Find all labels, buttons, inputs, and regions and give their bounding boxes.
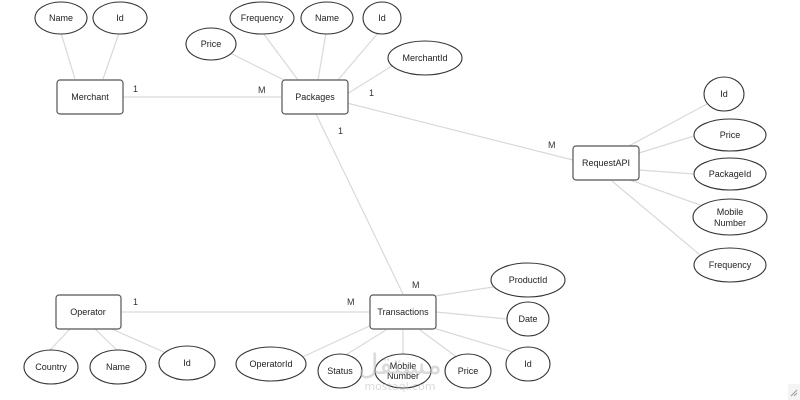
attribute-operator-name-label: Name <box>106 362 130 372</box>
edge-packages-transactions <box>315 113 404 295</box>
cardinality-packages-merchant: M <box>258 85 266 95</box>
watermark-arabic: مستقل <box>358 348 442 381</box>
edge-operator-name <box>94 328 119 352</box>
attribute-requestapi-mobile-number[interactable]: Mobile Number <box>692 198 768 236</box>
attribute-requestapi-id[interactable]: Id <box>703 76 745 112</box>
attribute-packages-id-label: Id <box>378 13 386 23</box>
cardinality-labels: 1 M 1 M 1 M 1 M <box>133 84 556 307</box>
attribute-transactions-mobile-number[interactable]: Mobile Number <box>374 353 432 389</box>
entity-transactions-label: Transactions <box>377 307 429 317</box>
attribute-packages-name-label: Name <box>315 13 339 23</box>
edge-transactions-price <box>419 329 459 359</box>
attribute-transactions-mobile-label-2: Number <box>387 371 419 381</box>
edge-packages-requestapi <box>346 102 574 161</box>
attribute-packages-frequency[interactable]: Frequency <box>229 1 295 35</box>
attribute-transactions-status-label: Status <box>327 366 353 376</box>
cardinality-requestapi: M <box>548 140 556 150</box>
attribute-requestapi-packageid-label: PackageId <box>709 169 752 179</box>
entity-operator[interactable]: Operator <box>55 294 122 330</box>
edge-operator-id <box>111 328 167 354</box>
edge-requestapi-mobile <box>629 179 701 206</box>
attribute-requestapi-mobile-label-1: Mobile <box>717 207 744 217</box>
attribute-transactions-date-label: Date <box>518 314 537 324</box>
edge-packages-id <box>337 32 379 81</box>
cardinality-merchant: 1 <box>133 84 138 94</box>
cardinality-operator: 1 <box>133 297 138 307</box>
edge-merchant-name <box>60 32 76 80</box>
edge-packages-price <box>229 52 289 83</box>
attribute-requestapi-frequency[interactable]: Frequency <box>693 247 767 283</box>
watermark: مستقل mostaql.com <box>358 348 442 393</box>
attribute-merchant-name-label: Name <box>49 13 73 23</box>
edge-transactions-date <box>435 311 508 320</box>
attribute-transactions-price[interactable]: Price <box>444 353 492 389</box>
edge-operator-country <box>49 328 71 351</box>
attribute-packages-name[interactable]: Name <box>300 1 354 35</box>
attribute-transactions-price-label: Price <box>458 366 479 376</box>
entity-operator-label: Operator <box>70 307 106 317</box>
attribute-transactions-mobile-label-1: Mobile <box>390 361 417 371</box>
attribute-requestapi-price-label: Price <box>720 130 741 140</box>
edge-transactions-operatorid <box>295 322 377 361</box>
attribute-transactions-operatorid-label: OperatorId <box>249 359 292 369</box>
attribute-transactions-id[interactable]: Id <box>505 346 551 382</box>
attribute-requestapi-frequency-label: Frequency <box>709 260 752 270</box>
entity-requestapi[interactable]: RequestAPI <box>572 145 640 181</box>
attribute-merchant-id[interactable]: Id <box>92 1 148 35</box>
cardinality-packages-requestapi: 1 <box>369 88 374 98</box>
attribute-requestapi-packageid[interactable]: PackageId <box>693 157 767 191</box>
attribute-packages-merchantid[interactable]: MerchantId <box>387 40 463 76</box>
entity-requestapi-label: RequestAPI <box>582 158 630 168</box>
attribute-requestapi-mobile-label-2: Number <box>714 218 746 228</box>
attribute-transactions-status[interactable]: Status <box>317 353 363 389</box>
edge-merchant-id <box>102 32 120 80</box>
watermark-latin: mostaql.com <box>364 380 435 393</box>
attribute-transactions-id-label: Id <box>524 359 532 369</box>
attribute-packages-frequency-label: Frequency <box>241 13 284 23</box>
attribute-lines <box>49 32 708 361</box>
edge-requestapi-price <box>638 135 695 154</box>
attribute-merchant-name[interactable]: Name <box>34 1 88 35</box>
scroll-corner-icon[interactable] <box>788 384 800 400</box>
edge-transactions-id <box>429 326 514 353</box>
attribute-requestapi-price[interactable]: Price <box>693 118 767 152</box>
attribute-packages-id[interactable]: Id <box>362 1 402 35</box>
entity-merchant[interactable]: Merchant <box>56 79 124 115</box>
entity-packages-label: Packages <box>295 92 335 102</box>
edge-requestapi-packageid <box>638 169 695 175</box>
attribute-operator-country[interactable]: Country <box>23 349 79 385</box>
attribute-transactions-productid[interactable]: ProductId <box>490 262 566 298</box>
edge-transactions-status <box>343 329 387 357</box>
edge-packages-name <box>317 32 327 81</box>
attribute-operator-id[interactable]: Id <box>158 345 216 381</box>
relationship-lines <box>121 96 574 313</box>
edge-packages-frequency <box>262 32 299 81</box>
attribute-operator-id-label: Id <box>183 358 191 368</box>
entity-transactions[interactable]: Transactions <box>369 294 437 330</box>
attribute-packages-price[interactable]: Price <box>185 27 237 61</box>
cardinality-transactions-packages: M <box>412 280 420 290</box>
cardinality-packages-transactions: 1 <box>338 126 343 136</box>
entity-merchant-label: Merchant <box>71 92 109 102</box>
attribute-transactions-operatorid[interactable]: OperatorId <box>235 346 307 382</box>
edge-requestapi-frequency <box>611 180 701 256</box>
attribute-packages-merchantid-label: MerchantId <box>402 53 447 63</box>
attribute-operator-country-label: Country <box>35 362 67 372</box>
attribute-operator-name[interactable]: Name <box>89 349 147 385</box>
entity-packages[interactable]: Packages <box>281 79 349 115</box>
attribute-merchant-id-label: Id <box>116 13 124 23</box>
edge-requestapi-id <box>626 103 708 148</box>
attribute-packages-price-label: Price <box>201 39 222 49</box>
edge-packages-merchantid <box>346 65 393 95</box>
attribute-transactions-date[interactable]: Date <box>506 301 550 337</box>
cardinality-transactions-operator: M <box>347 297 355 307</box>
attribute-requestapi-id-label: Id <box>720 89 728 99</box>
attribute-transactions-productid-label: ProductId <box>509 275 548 285</box>
edge-transactions-productid <box>434 286 494 297</box>
